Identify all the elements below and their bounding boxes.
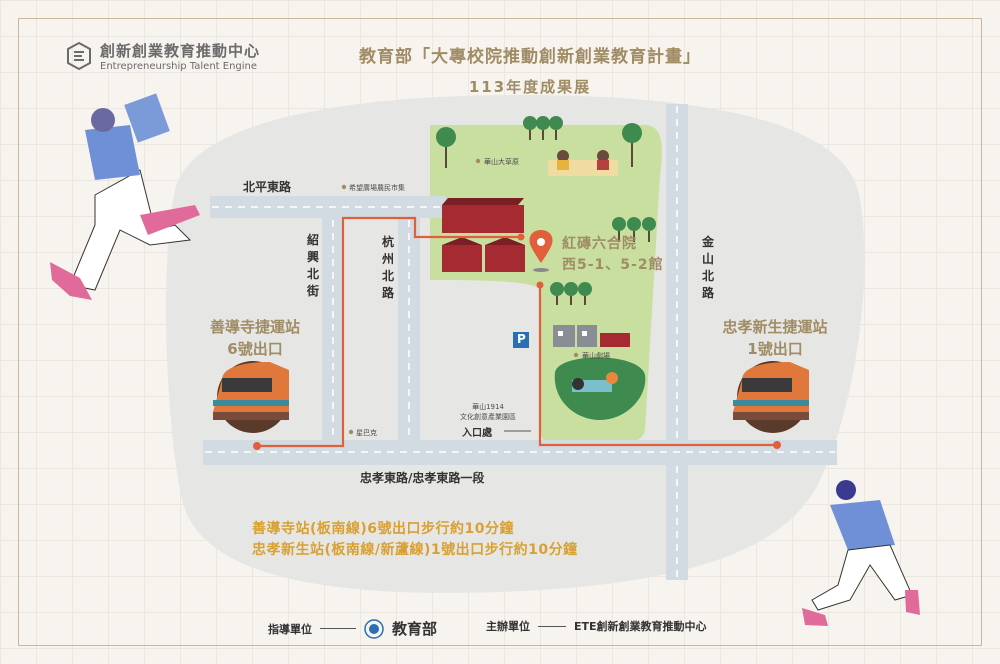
landmark-park-line1: 華山1914: [472, 403, 504, 411]
location-pin-icon: [529, 230, 553, 272]
landmark-theater: 華山劇場: [582, 352, 610, 360]
parking-label: P: [517, 332, 526, 346]
road-label-hangzhou: 杭州北路: [381, 235, 394, 300]
person-illustration-right: [802, 480, 920, 626]
station-right-name: 忠孝新生捷運站: [722, 318, 828, 336]
logo-text-en: Entrepreneurship Talent Engine: [100, 61, 258, 72]
footer-dash: [320, 628, 356, 629]
ete-logo-icon: [67, 41, 91, 71]
road-hangzhou: [398, 196, 420, 446]
picnic-illustration: [548, 150, 618, 176]
road-label-zhongxiao: 忠孝東路/忠孝東路一段: [360, 471, 485, 485]
landmark-market: 希望廣場農民市集: [349, 184, 405, 192]
road-label-shaoxing: 紹興北街: [306, 233, 319, 298]
landmark-park: 華山1914 文化創意產業園區: [448, 402, 528, 422]
road-label-jinshan: 金山北路: [701, 235, 714, 300]
tree-trunks: [445, 130, 650, 305]
walking-route: [257, 216, 777, 448]
gray-buildings: [553, 325, 630, 347]
station-left: 善導寺捷運站 6號出口: [185, 316, 325, 360]
road-markings: [205, 106, 835, 578]
parking-icon: [513, 332, 529, 348]
moe-seal-icon: [364, 618, 384, 639]
landmark-lawn: 華山大草原: [484, 158, 519, 166]
direction-line-2: 忠孝新生站(板南線/新蘆線)1號出口步行約10分鐘: [252, 542, 578, 558]
venue-label: 紅磚六合院 西5-1、5-2館: [562, 234, 664, 276]
landmark-starbucks: 星巴克: [356, 429, 377, 437]
landmark-park-line2: 文化創意產業園區: [460, 413, 516, 421]
station-right-exit: 1號出口: [747, 340, 803, 358]
guide-org: 教育部: [392, 620, 438, 638]
road-label-beiping: 北平東路: [243, 180, 292, 194]
road-shaoxing: [322, 196, 344, 446]
footer-guide: 指導單位 教育部: [268, 618, 437, 639]
entrance-label: 入口處: [462, 428, 492, 439]
page-title: 教育部「大專校院推動創新創業教育計畫」: [359, 47, 701, 67]
logo-text-zh: 創新創業教育推動中心: [100, 42, 261, 60]
host-org: ETE創新創業教育推動中心: [574, 620, 707, 633]
ete-logo: 創新創業教育推動中心 Entrepreneurship Talent Engin…: [66, 40, 260, 72]
page-subtitle: 113年度成果展: [468, 78, 592, 96]
host-label: 主辦單位: [486, 620, 530, 633]
venue-name: 紅磚六合院: [562, 236, 637, 252]
landmark-dots: [341, 158, 579, 435]
venue-hall: 西5-1、5-2館: [562, 257, 664, 273]
train-icon-left: [213, 361, 289, 433]
person-illustration-left: [50, 93, 200, 300]
theater-lawn: [554, 357, 646, 420]
footer-host: 主辦單位 ETE創新創業教育推動中心: [486, 618, 707, 634]
footer-dash: [538, 625, 566, 627]
station-left-name: 善導寺捷運站: [209, 318, 300, 336]
route-dots: [253, 233, 781, 450]
station-left-exit: 6號出口: [227, 340, 283, 358]
tree-cluster: [436, 116, 656, 296]
direction-line-1: 善導寺站(板南線)6號出口步行約10分鐘: [252, 521, 515, 537]
station-right: 忠孝新生捷運站 1號出口: [700, 316, 850, 360]
red-brick-buildings: [442, 198, 525, 272]
guide-label: 指導單位: [268, 622, 312, 636]
train-icon-right: [733, 361, 809, 433]
